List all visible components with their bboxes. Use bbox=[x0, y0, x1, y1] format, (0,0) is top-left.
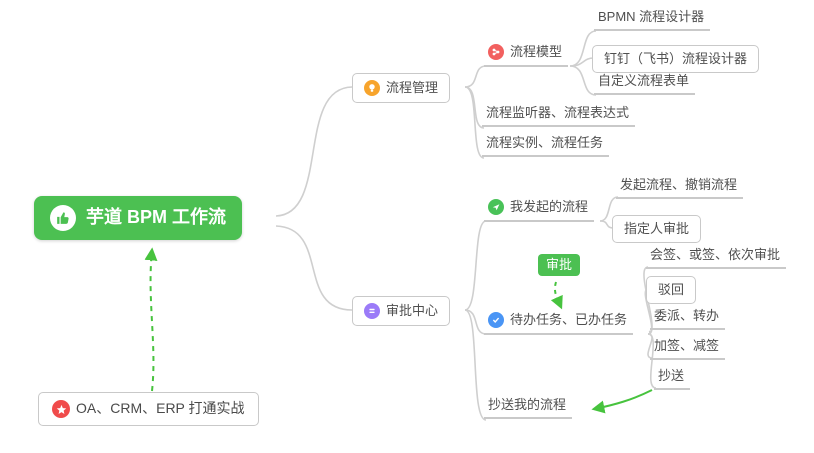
node-label: 流程模型 bbox=[510, 43, 563, 59]
node-my-initiated: 我发起的流程 bbox=[484, 197, 595, 222]
node-process-management: 流程管理 bbox=[352, 73, 451, 103]
node-label: OA、CRM、ERP 打通实战 bbox=[76, 400, 245, 417]
star-icon bbox=[52, 400, 70, 418]
arrow-oa-to-root bbox=[144, 247, 158, 392]
node-label: 自定义流程表单 bbox=[598, 73, 690, 88]
node-approval-center: 审批中心 bbox=[352, 296, 451, 326]
node-instance-task: 流程实例、流程任务 bbox=[482, 134, 610, 158]
node-dingtalk-designer: 钉钉（飞书）流程设计器 bbox=[592, 45, 760, 74]
node-cc-my-process: 抄送我的流程 bbox=[484, 396, 573, 420]
node-label: 钉钉（飞书）流程设计器 bbox=[604, 51, 748, 66]
badge-label: 审批 bbox=[546, 257, 573, 272]
node-initiate-revoke: 发起流程、撤销流程 bbox=[616, 176, 744, 200]
node-label: 流程管理 bbox=[386, 79, 439, 95]
root-label: 芋道 BPM 工作流 bbox=[86, 207, 227, 228]
root-node-bpm-workflow: 芋道 BPM 工作流 bbox=[34, 196, 243, 240]
approval-badge: 审批 bbox=[538, 254, 581, 277]
node-label: 抄送我的流程 bbox=[488, 397, 567, 412]
node-label: 发起流程、撤销流程 bbox=[620, 177, 738, 192]
node-label: 驳回 bbox=[658, 282, 685, 297]
task-check-icon bbox=[488, 312, 504, 328]
node-bpmn-designer: BPMN 流程设计器 bbox=[594, 8, 711, 32]
node-label: 委派、转办 bbox=[654, 308, 720, 323]
node-label: 我发起的流程 bbox=[510, 198, 589, 214]
arrow-badge-to-todo bbox=[550, 281, 563, 310]
paper-plane-icon bbox=[488, 199, 504, 215]
node-label: BPMN 流程设计器 bbox=[598, 9, 705, 24]
node-add-remove-sign: 加签、减签 bbox=[650, 337, 726, 361]
node-assignee-approval: 指定人审批 bbox=[612, 215, 702, 244]
thumbs-up-icon bbox=[50, 205, 76, 231]
node-oa-crm-erp: OA、CRM、ERP 打通实战 bbox=[38, 392, 259, 426]
node-process-model: 流程模型 bbox=[484, 42, 569, 67]
arrow-cc-to-ccmy bbox=[591, 389, 653, 414]
node-label: 流程监听器、流程表达式 bbox=[486, 105, 630, 120]
approval-doc-icon bbox=[364, 303, 380, 319]
node-label: 流程实例、流程任务 bbox=[486, 135, 604, 150]
node-label: 待办任务、已办任务 bbox=[510, 311, 628, 327]
node-custom-form: 自定义流程表单 bbox=[594, 72, 696, 96]
node-cc: 抄送 bbox=[654, 367, 691, 391]
node-label: 加签、减签 bbox=[654, 338, 720, 353]
node-label: 会签、或签、依次审批 bbox=[650, 247, 781, 262]
node-label: 指定人审批 bbox=[624, 221, 690, 236]
node-listener-expression: 流程监听器、流程表达式 bbox=[482, 104, 636, 128]
node-label: 抄送 bbox=[658, 368, 685, 383]
flow-model-icon bbox=[488, 44, 504, 60]
node-todo-done: 待办任务、已办任务 bbox=[484, 310, 634, 335]
node-countersign: 会签、或签、依次审批 bbox=[646, 246, 787, 270]
node-delegate-transfer: 委派、转办 bbox=[650, 307, 726, 331]
node-reject: 驳回 bbox=[646, 276, 697, 305]
lightbulb-icon bbox=[364, 80, 380, 96]
node-label: 审批中心 bbox=[386, 302, 439, 318]
